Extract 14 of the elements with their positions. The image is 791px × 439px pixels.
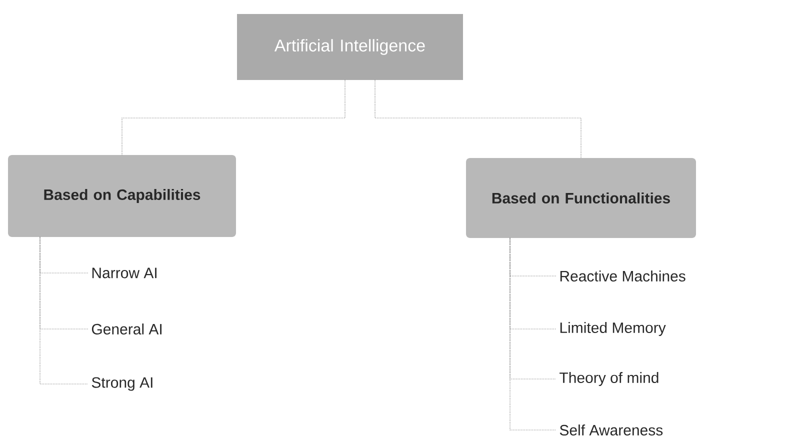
leaf-label: Strong AI [92,377,152,391]
category-box: Based on Functionalities [466,158,696,238]
leaf-label: General AI [92,324,162,334]
leaf-label: Reactive Machines [560,270,686,282]
connector-line [40,236,88,384]
connector-line [510,238,556,430]
connector-line [122,80,346,156]
connector-line [374,80,582,158]
leaf-label: Narrow AI [92,268,156,278]
leaf-label: Theory of mind [560,372,658,386]
leaf-label: Limited Memory [560,322,666,336]
category-box: Based on Capabilities [8,155,236,237]
leaf-label: Self Awareness [560,424,663,436]
title-box: Artificial Intelligence [237,14,463,80]
